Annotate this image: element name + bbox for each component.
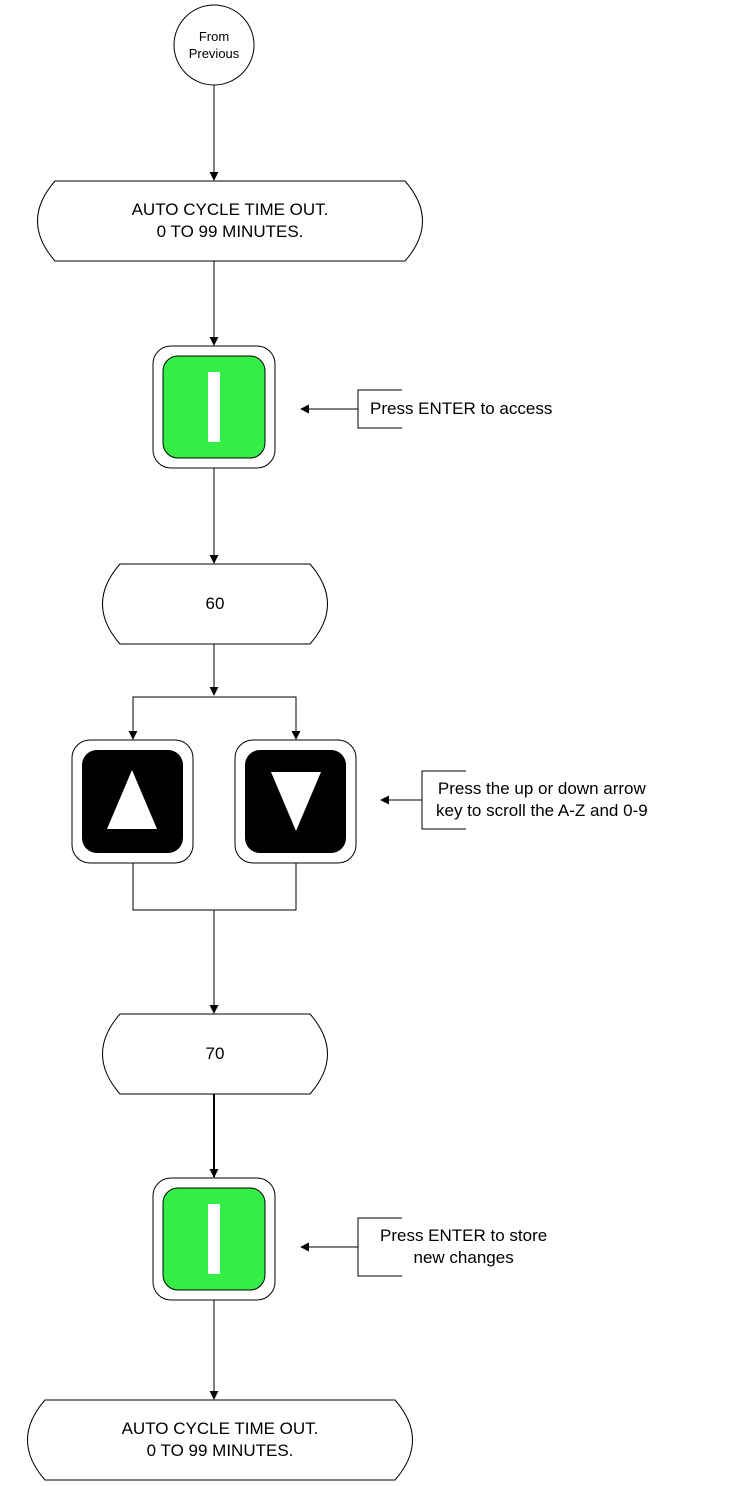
note-bracket (357, 389, 402, 429)
enter-key-icon (152, 1177, 276, 1301)
display-bottom-line2: 0 TO 99 MINUTES. (146, 1441, 294, 1460)
value-before: 60 (205, 594, 225, 613)
display-bottom-line1: AUTO CYCLE TIME OUT. (121, 1419, 319, 1438)
note-bracket (357, 1217, 402, 1277)
display-top-shape (37, 180, 423, 262)
note-arrows: Press the up or down arrow key to scroll… (436, 778, 648, 822)
note-bracket (421, 770, 466, 830)
display-top-line1: AUTO CYCLE TIME OUT. (131, 200, 329, 219)
start-line1: From (198, 29, 230, 44)
display-top-text: AUTO CYCLE TIME OUT. 0 TO 99 MINUTES. (40, 199, 420, 243)
merge-line (132, 863, 297, 911)
value-before-shape (102, 563, 328, 645)
note-arrows-line2: key to scroll the A-Z and 0-9 (436, 801, 648, 820)
value-after: 70 (205, 1044, 225, 1063)
note-enter-store-line1: Press ENTER to store (380, 1226, 548, 1245)
note-arrows-line1: Press the up or down arrow (437, 779, 646, 798)
start-line2: Previous (188, 46, 240, 61)
display-top-line2: 0 TO 99 MINUTES. (156, 222, 304, 241)
note-enter-store-line2: new changes (413, 1248, 514, 1267)
down-arrow-icon (234, 739, 357, 864)
enter-key-icon (152, 345, 276, 469)
note-enter-store: Press ENTER to store new changes (380, 1225, 547, 1269)
up-arrow-icon (71, 739, 194, 864)
display-bottom-text: AUTO CYCLE TIME OUT. 0 TO 99 MINUTES. (30, 1418, 410, 1462)
split-line (132, 696, 297, 725)
display-bottom-shape (27, 1399, 413, 1481)
note-enter-access: Press ENTER to access (370, 399, 553, 418)
value-after-shape (102, 1013, 328, 1095)
start-connector-label: From Previous (174, 28, 254, 62)
